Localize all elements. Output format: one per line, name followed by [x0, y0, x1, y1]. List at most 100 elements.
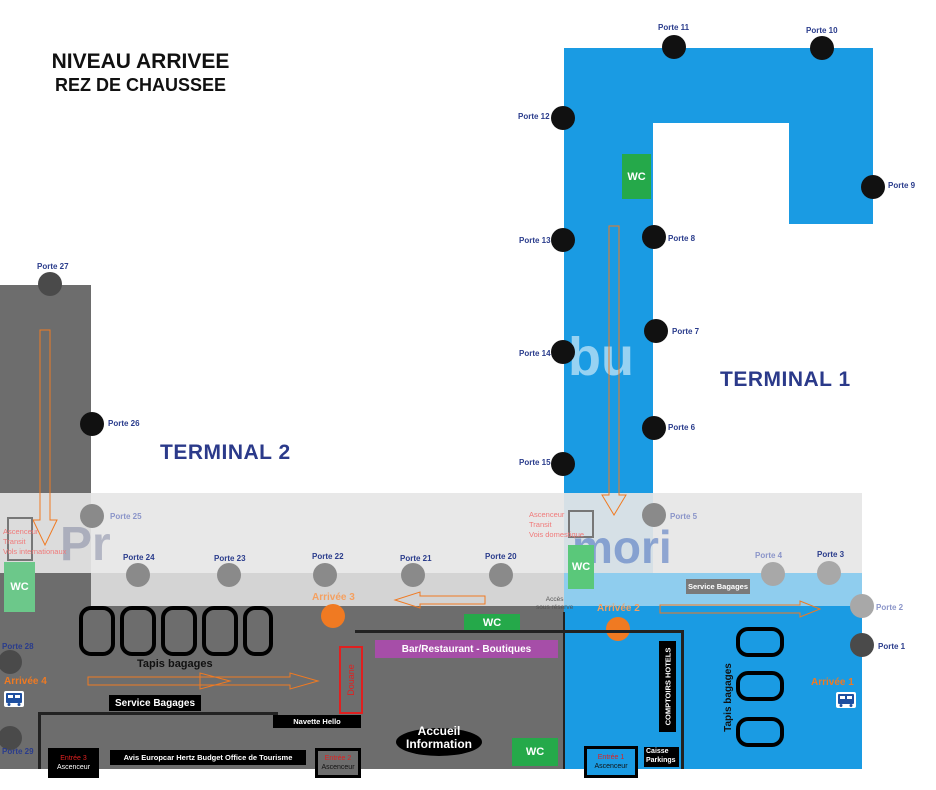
gate-4-marker[interactable] [761, 562, 785, 586]
gate-29-label: Porte 29 [2, 747, 34, 756]
gate-28-marker[interactable] [0, 650, 22, 674]
map-title-line1: NIVEAU ARRIVEE [51, 50, 230, 73]
gate-20-marker[interactable] [489, 563, 513, 587]
baggage-belt-t1-3 [736, 717, 784, 747]
baggage-belt-t2-3 [161, 606, 197, 656]
gate-10-marker[interactable] [810, 36, 834, 60]
wc-corridor[interactable]: WC [464, 614, 520, 631]
corridor-right-arrow [659, 600, 822, 618]
gate-6-marker[interactable] [642, 416, 666, 440]
gate-21-label: Porte 21 [400, 554, 432, 563]
arrivee-3-marker[interactable] [321, 604, 345, 628]
gate-26-label: Porte 26 [108, 419, 140, 428]
gate-14-label: Porte 14 [519, 349, 551, 358]
outline-divider [563, 612, 565, 769]
t2-transit-line1: Ascenceur [3, 527, 39, 536]
t1-transit-line2: Transit [529, 520, 552, 529]
accueil-line2: Information [406, 737, 472, 751]
gate-3-marker[interactable] [817, 561, 841, 585]
terminal1-hall [564, 578, 862, 769]
entree-2[interactable]: Entrée 2 Ascenceur [315, 748, 361, 778]
arrivee-2-label: Arrivée 2 [597, 603, 640, 614]
entree-1-label: Entrée 1 [597, 754, 625, 761]
wc-t2-pier[interactable]: WC [4, 562, 35, 612]
map-title: NIVEAU ARRIVEE REZ DE CHAUSSEE [28, 50, 253, 96]
gate-9-marker[interactable] [861, 175, 885, 199]
hall-right-arrow-2 [199, 672, 320, 690]
entree-3[interactable]: Entrée 3 Ascenceur [48, 748, 99, 778]
gate-20-label: Porte 20 [485, 552, 517, 561]
gate-23-marker[interactable] [217, 563, 241, 587]
gate-28-label: Porte 28 [2, 642, 34, 651]
t1-transit-elevator-label: Ascenceur Transit Vois domestique [529, 510, 584, 540]
terminal1-label: TERMINAL 1 [720, 368, 851, 391]
gate-5-marker[interactable] [642, 503, 666, 527]
navette-hello[interactable]: Navette Hello [273, 715, 361, 728]
gate-11-marker[interactable] [662, 35, 686, 59]
wc-t1-corridor[interactable]: WC [568, 545, 594, 589]
t2-down-arrow [32, 329, 58, 547]
corridor-left-arrow [393, 591, 486, 609]
connector-band [0, 493, 862, 573]
gate-26-marker[interactable] [80, 412, 104, 436]
bus-icon-t2 [4, 691, 24, 707]
gate-25-marker[interactable] [80, 504, 104, 528]
bus-icon-t1 [836, 692, 856, 708]
wc-t1-pier[interactable]: WC [622, 154, 651, 199]
gate-15-marker[interactable] [551, 452, 575, 476]
douane[interactable]: Douane [339, 646, 363, 714]
gate-1-marker[interactable] [850, 633, 874, 657]
t2-transit-elevator-box[interactable] [7, 517, 33, 561]
service-bagages-t2[interactable]: Service Bagages [109, 695, 201, 711]
outline-mid-hall [38, 712, 278, 715]
wc-hall[interactable]: WC [512, 738, 558, 766]
gate-3-label: Porte 3 [817, 550, 845, 559]
outline-right-hall [681, 630, 684, 769]
caisse-line1: Caisse [646, 748, 669, 755]
t2-transit-elevator-label: Ascenceur Transit Vols internationaux [3, 527, 66, 557]
caisse-parkings[interactable]: Caisse Parkings [644, 747, 679, 767]
gate-2-marker[interactable] [850, 594, 874, 618]
entree-1[interactable]: Entrée 1 Ascenceur [584, 746, 638, 778]
arrivee-2-marker[interactable] [606, 617, 630, 641]
comptoirs-hotels[interactable]: COMPTOIRS HOTELS [659, 641, 676, 732]
gate-7-label: Porte 7 [672, 327, 700, 336]
gate-8-marker[interactable] [642, 225, 666, 249]
hall-right-arrow [87, 672, 232, 690]
terminal1-right-wing [789, 48, 873, 224]
gate-12-marker[interactable] [551, 106, 575, 130]
gate-2-label: Porte 2 [876, 603, 904, 612]
service-bagages-t1[interactable]: Service Bagages [686, 579, 750, 594]
gate-24-marker[interactable] [126, 563, 150, 587]
douane-label: Douane [346, 664, 356, 696]
gate-27-label: Porte 27 [37, 262, 69, 271]
rental-and-tourism[interactable]: Avis Europcar Hertz Budget Office de Tou… [110, 750, 306, 765]
accueil-information[interactable] [396, 728, 482, 756]
gate-6-label: Porte 6 [668, 423, 696, 432]
gate-29-marker[interactable] [0, 726, 22, 750]
gate-21-marker[interactable] [401, 563, 425, 587]
gate-25-label: Porte 25 [110, 512, 142, 521]
bar-restaurant-boutiques[interactable]: Bar/Restaurant - Boutiques [375, 640, 558, 658]
baggage-belt-t1-1 [736, 627, 784, 657]
t2-transit-line2: Transit [3, 537, 26, 546]
gate-1-label: Porte 1 [878, 642, 906, 651]
gate-13-marker[interactable] [551, 228, 575, 252]
tapis-bagages-t2-label: Tapis bagages [137, 658, 213, 670]
gate-12-label: Porte 12 [518, 112, 550, 121]
gate-5-label: Porte 5 [670, 512, 698, 521]
gate-7-marker[interactable] [644, 319, 668, 343]
gate-22-marker[interactable] [313, 563, 337, 587]
t1-transit-elevator-box[interactable] [568, 510, 594, 538]
gate-14-marker[interactable] [551, 340, 575, 364]
baggage-belt-t2-5 [243, 606, 273, 656]
t1-transit-line3: Vois domestique [529, 530, 585, 539]
gate-27-marker[interactable] [38, 272, 62, 296]
baggage-belt-t2-2 [120, 606, 156, 656]
arrivee-1-label: Arrivée 1 [811, 677, 854, 688]
arrivee-3-label: Arrivée 3 [312, 592, 355, 603]
gate-10-label: Porte 10 [806, 26, 838, 35]
terminal2-label: TERMINAL 2 [160, 441, 291, 464]
gate-4-label: Porte 4 [755, 551, 783, 560]
